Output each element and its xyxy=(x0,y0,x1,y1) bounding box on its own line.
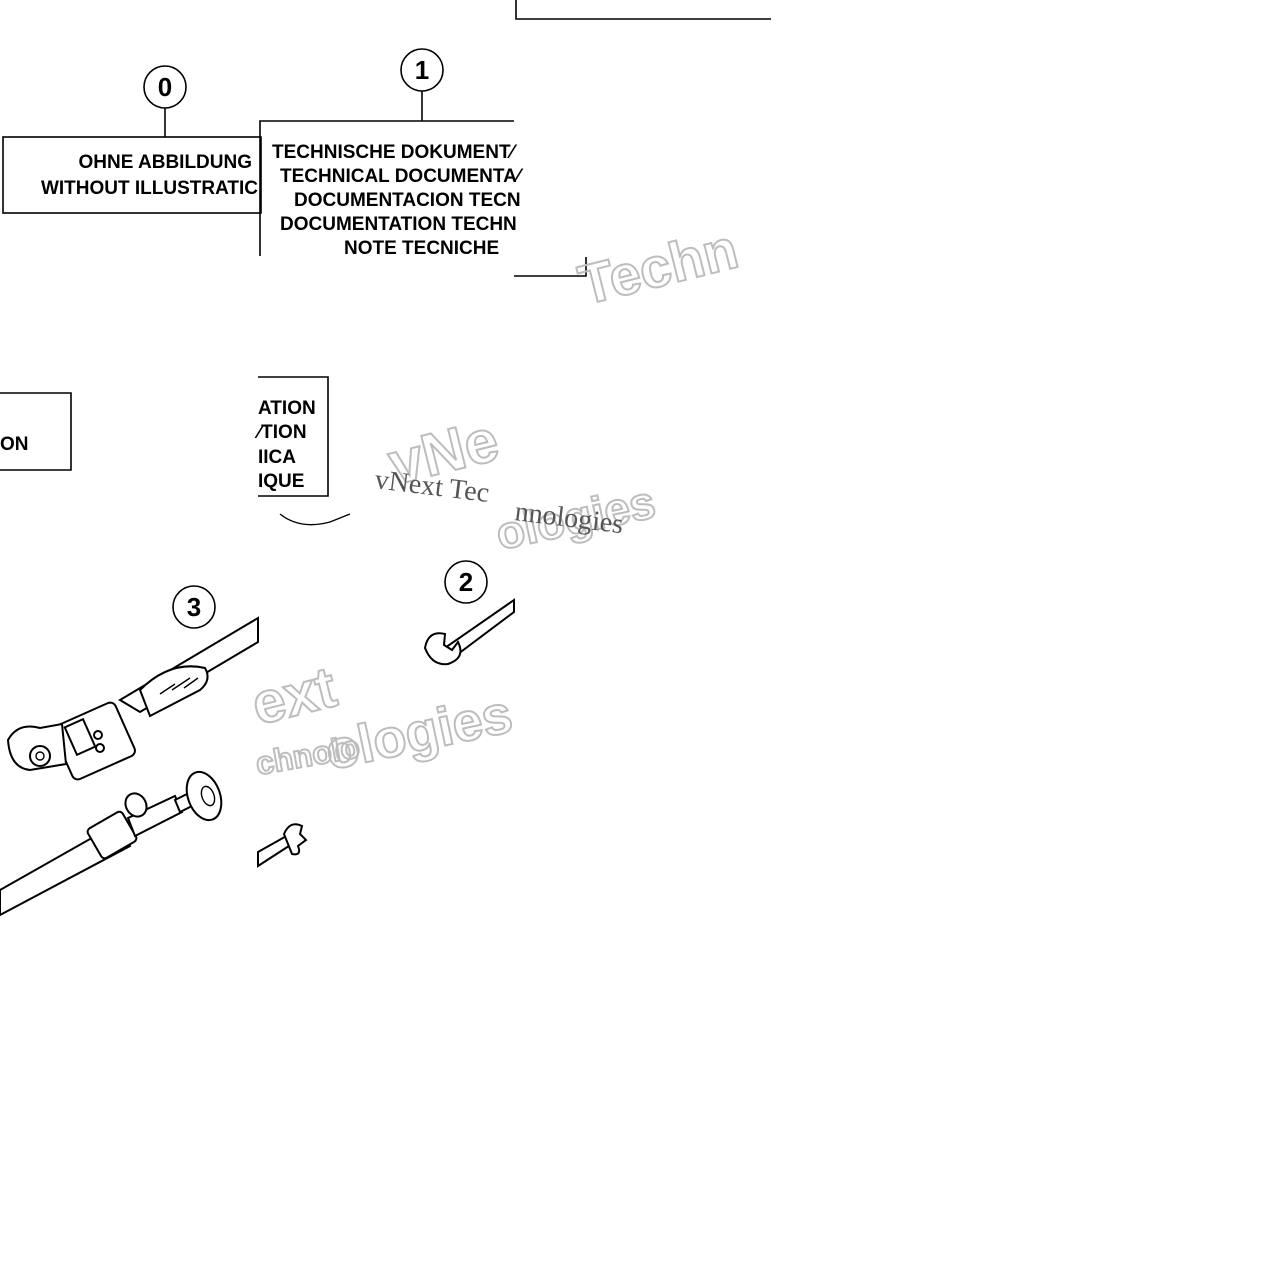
callout-0-box xyxy=(2,136,262,214)
top-box-fragment xyxy=(515,0,771,20)
left-box-text: ON xyxy=(0,434,29,455)
middle-box-fragment: ATION ⁄TION IICA IQUE xyxy=(254,376,351,526)
callout-0-number: 0 xyxy=(158,72,172,102)
callout-0-line-1: OHNE ABBILDUNG xyxy=(79,152,252,173)
callout-3-number: 3 xyxy=(187,592,201,622)
callout-1-line-2: TECHNICAL DOCUMENTA⁄ xyxy=(280,166,524,187)
callout-3-circle xyxy=(172,585,216,629)
mid-box-line-2: ⁄TION xyxy=(254,422,307,443)
extension-bar-icon xyxy=(0,770,223,917)
watermark-outline-1: Techn xyxy=(573,217,744,317)
callout-1-line-1: TECHNISCHE DOKUMENT⁄ xyxy=(272,142,518,163)
mid-box-part-fragment xyxy=(279,513,351,526)
callout-1-line-5: NOTE TECNICHE xyxy=(344,238,499,259)
small-wrench-icon xyxy=(257,823,308,868)
callout-2: 2 xyxy=(423,560,515,666)
callout-0-line-2: WITHOUT ILLUSTRATIC xyxy=(41,178,258,199)
left-box-fragment: ON xyxy=(0,392,72,471)
callout-2-circle xyxy=(444,560,488,604)
mid-box-line-3: IICA xyxy=(258,447,296,468)
callout-0: 0 OHNE ABBILDUNG WITHOUT ILLUSTRATIC xyxy=(2,65,262,214)
mid-box-line-1: ATION xyxy=(258,398,316,419)
callout-1-number: 1 xyxy=(415,55,429,85)
callout-1-line-3: DOCUMENTACION TECN xyxy=(294,190,521,211)
wrench-icon xyxy=(423,598,515,666)
torque-wrench-icon xyxy=(6,616,259,781)
callout-1-line-4: DOCUMENTATION TECHN xyxy=(280,214,517,235)
callout-1: 1 TECHNISCHE DOKUMENT⁄ TECHNICAL DOCUMEN… xyxy=(259,48,587,277)
callout-2-number: 2 xyxy=(459,567,473,597)
callout-3: 3 xyxy=(6,585,259,781)
callout-1-box-tail xyxy=(514,257,587,277)
mid-box-line-4: IQUE xyxy=(258,471,304,492)
callout-1-box xyxy=(259,120,514,256)
